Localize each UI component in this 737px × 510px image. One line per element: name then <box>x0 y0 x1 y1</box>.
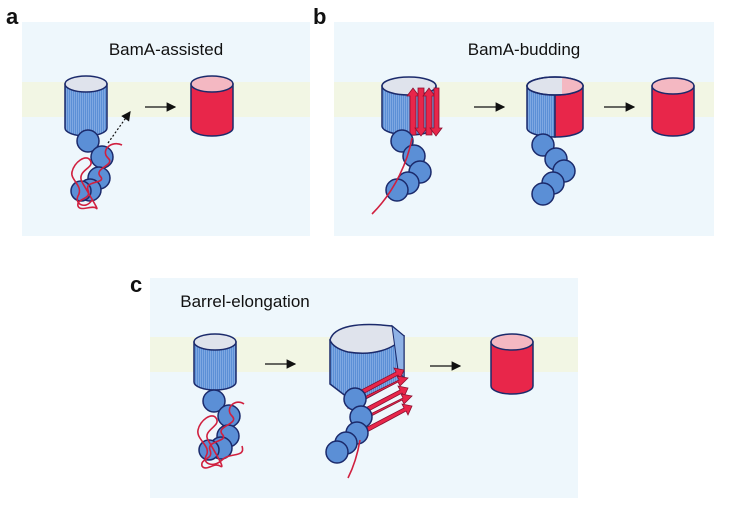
potra-domains <box>325 387 373 464</box>
potra-domains <box>70 129 114 202</box>
panel-c-letter: c <box>130 272 143 297</box>
folded-omp-barrel <box>190 75 234 137</box>
unfolded-polypeptide <box>347 439 361 479</box>
bama-barrel <box>193 333 237 391</box>
panel-c <box>150 278 578 498</box>
folded-omp-barrel <box>490 333 534 395</box>
budding-hybrid-barrel <box>526 76 584 138</box>
potra-domains <box>198 389 241 461</box>
beta-strands <box>406 87 443 137</box>
panel-a <box>22 22 310 236</box>
bama-barrel-with-hairpins <box>381 76 443 137</box>
panel-b-title: BamA-budding <box>467 40 581 59</box>
panel-b <box>334 22 714 236</box>
panel-b-letter: b <box>313 4 327 29</box>
panel-c-title: Barrel-elongation <box>180 292 310 311</box>
unfolded-polypeptide <box>371 137 413 215</box>
unfolded-polypeptide <box>197 401 245 469</box>
panel-a-letter: a <box>6 4 19 29</box>
bama-barrel <box>64 75 108 137</box>
folded-omp-barrel <box>651 77 695 137</box>
potra-domains <box>531 133 576 206</box>
unfolded-polypeptide <box>71 142 123 210</box>
panel-a-title: BamA-assisted <box>108 40 224 59</box>
